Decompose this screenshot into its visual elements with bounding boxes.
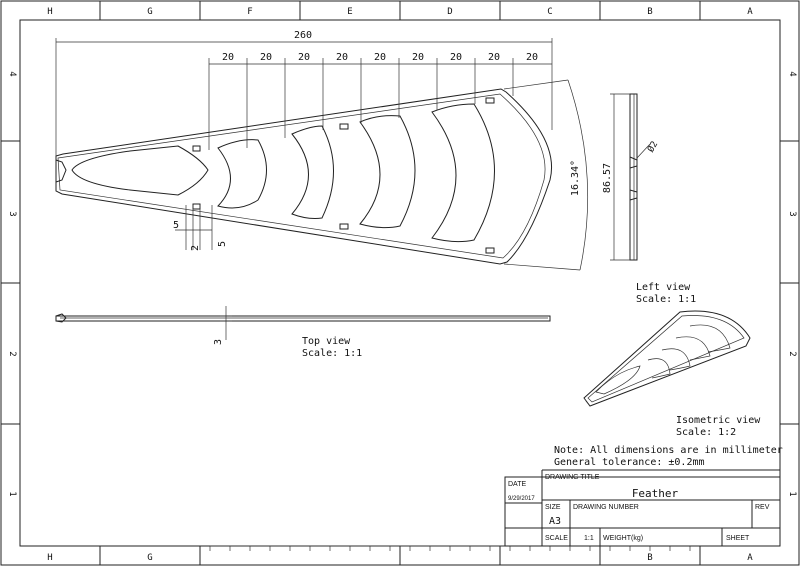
rev-label: REV <box>755 504 770 511</box>
feather-side-view <box>55 306 551 340</box>
zone-label-g-top: G <box>147 7 152 17</box>
top-view-label: Top view <box>302 336 351 347</box>
zone-label-1-right: 1 <box>787 491 797 496</box>
zone-label-g-bottom: G <box>147 553 152 563</box>
dimension-segment-9: 20 <box>526 52 538 63</box>
dimension-angle <box>503 79 589 271</box>
dimension-segment-7: 20 <box>450 52 462 63</box>
dimension-small-c: 5 <box>217 241 228 247</box>
zone-label-2-right: 2 <box>787 351 797 356</box>
size-value: A3 <box>549 516 561 527</box>
zone-label-3-left: 3 <box>7 211 17 216</box>
dimension-segment-5: 20 <box>374 52 386 63</box>
zone-label-1-left: 1 <box>7 491 17 496</box>
dimension-hole-diameter: Ø2 <box>645 139 660 154</box>
iso-view-scale: Scale: 1:2 <box>676 427 736 438</box>
sheet-label: SHEET <box>726 535 750 542</box>
zone-label-2-left: 2 <box>7 351 17 356</box>
zone-label-3-right: 3 <box>787 211 797 216</box>
zone-label-4-left: 4 <box>7 71 17 76</box>
dimension-segment-8: 20 <box>488 52 500 63</box>
bottom-ruler <box>209 546 691 551</box>
dimension-small-a: 5 <box>173 220 179 231</box>
zone-label-h-top: H <box>47 7 52 17</box>
zone-label-b-top: B <box>647 7 652 17</box>
iso-view-label: Isometric view <box>676 415 761 426</box>
feather-top-view <box>55 88 553 265</box>
zone-label-b-bottom: B <box>647 553 652 563</box>
feather-isometric-view <box>583 310 751 407</box>
scale-label: SCALE <box>545 535 568 542</box>
dimension-segment-2: 20 <box>260 52 272 63</box>
dimension-segment-1: 20 <box>222 52 234 63</box>
date-value: 9/29/2017 <box>508 496 535 502</box>
scale-value: 1:1 <box>584 535 594 542</box>
weight-label: WEIGHT(kg) <box>603 535 643 542</box>
zone-label-4-right: 4 <box>787 71 797 76</box>
dimension-angle-label: 16.34° <box>570 160 581 196</box>
dimension-segments <box>208 58 552 150</box>
dimension-small <box>175 205 213 250</box>
dimension-thickness: 3 <box>213 339 224 345</box>
date-label: DATE <box>508 481 526 488</box>
note-units: Note: All dimensions are in millimeter <box>554 445 783 456</box>
note-tolerance: General tolerance: ±0.2mm <box>554 457 705 468</box>
drawing-number-label: DRAWING NUMBER <box>573 504 639 511</box>
zone-label-d-top: D <box>447 7 452 17</box>
dimension-segment-3: 20 <box>298 52 310 63</box>
dimension-overall <box>55 38 553 156</box>
title-block <box>504 469 781 547</box>
size-label: SIZE <box>545 504 561 511</box>
dimension-left-height: 86.57 <box>602 163 613 193</box>
zone-label-a-bottom: A <box>747 553 753 563</box>
drawing-title: Feather <box>632 487 679 500</box>
feather-left-view <box>610 93 651 261</box>
zone-label-c-top: C <box>547 7 552 17</box>
left-view-scale: Scale: 1:1 <box>636 294 696 305</box>
dimension-segment-4: 20 <box>336 52 348 63</box>
drawing-title-label: DRAWING TITLE <box>545 474 600 481</box>
dimension-segment-6: 20 <box>412 52 424 63</box>
zone-label-f-top: F <box>247 7 252 17</box>
dimension-overall-label: 260 <box>294 30 312 41</box>
zone-label-a-top: A <box>747 7 753 17</box>
dimension-small-b: 2 <box>190 245 201 251</box>
zone-label-e-top: E <box>347 7 352 17</box>
zone-label-h-bottom: H <box>47 553 52 563</box>
top-view-scale: Scale: 1:1 <box>302 348 362 359</box>
left-view-label: Left view <box>636 282 691 293</box>
